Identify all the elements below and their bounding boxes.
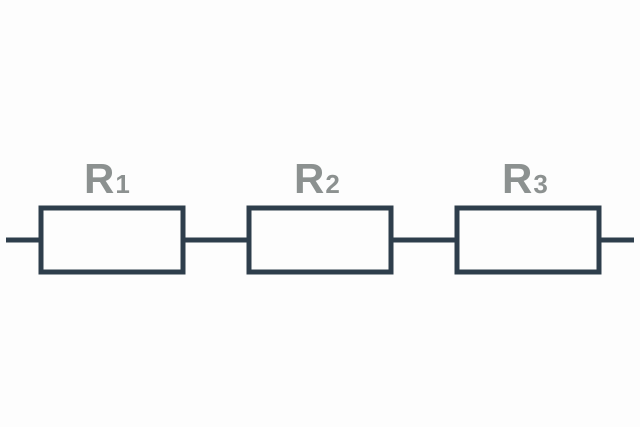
resistor-1-label: R1 bbox=[84, 155, 130, 202]
resistor-1-subscript: 1 bbox=[115, 169, 129, 199]
resistor-2: R2 bbox=[246, 155, 394, 275]
resistor-2-label: R2 bbox=[294, 155, 340, 202]
resistor-3-label: R3 bbox=[502, 155, 548, 202]
resistor-3-letter: R bbox=[502, 155, 532, 202]
resistor-2-subscript: 2 bbox=[325, 169, 339, 199]
resistor-3-subscript: 3 bbox=[533, 169, 547, 199]
resistor-3: R3 bbox=[454, 155, 602, 275]
resistor-2-letter: R bbox=[294, 155, 324, 202]
resistor-3-body bbox=[454, 205, 602, 275]
resistor-2-body bbox=[246, 205, 394, 275]
resistor-1: R1 bbox=[38, 155, 186, 275]
resistor-1-letter: R bbox=[84, 155, 114, 202]
resistor-1-body bbox=[38, 205, 186, 275]
